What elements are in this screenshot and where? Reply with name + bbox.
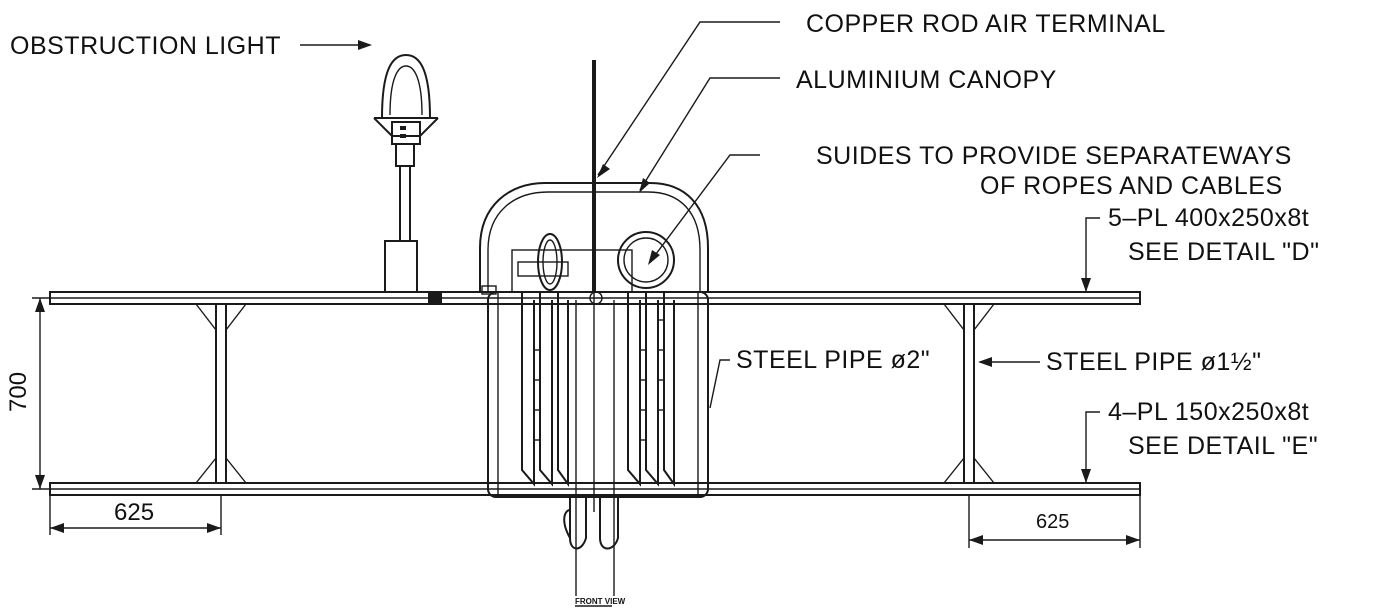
- obstruction-light: [373, 53, 442, 304]
- label-canopy: ALUMINIUM CANOPY: [796, 66, 1057, 94]
- label-plate-top-line2: SEE DETAIL "D": [1128, 238, 1319, 266]
- dimension-left-label: 625: [114, 499, 154, 526]
- label-guides-line2: OF ROPES AND CABLES: [980, 172, 1283, 200]
- label-guides-line1: SUIDES TO PROVIDE SEPARATEWAYS: [816, 142, 1292, 170]
- dimension-height-label: 700: [5, 372, 32, 412]
- label-obstruction-light: OBSTRUCTION LIGHT: [10, 32, 281, 60]
- copper-rod: [575, 60, 615, 596]
- leader-lines: [300, 21, 1100, 483]
- bottom-beam: [49, 482, 1141, 496]
- guide-cage: [487, 291, 709, 498]
- guide-mechanism: [481, 231, 675, 305]
- aluminium-canopy: [479, 182, 709, 292]
- label-copper-rod: COPPER ROD AIR TERMINAL: [806, 10, 1166, 38]
- dimension-left-width: [49, 495, 222, 535]
- label-plate-bottom-line1: 4–PL 150x250x8t: [1108, 398, 1309, 426]
- bottom-pipes: [563, 497, 619, 550]
- left-post: [195, 303, 247, 484]
- top-beam: [49, 291, 1141, 305]
- view-title: FRONT VIEW: [575, 597, 626, 606]
- dimension-height: [32, 297, 50, 490]
- label-plate-top-line1: 5–PL 400x250x8t: [1108, 204, 1309, 232]
- label-pipe-1-5: STEEL PIPE ø1½": [1046, 348, 1262, 376]
- label-pipe-2: STEEL PIPE ø2": [736, 346, 930, 374]
- right-post: [943, 303, 995, 484]
- dimension-right-width: [968, 495, 1141, 548]
- dimension-right-label: 625: [1036, 511, 1069, 533]
- label-plate-bottom-line2: SEE DETAIL "E": [1128, 432, 1318, 460]
